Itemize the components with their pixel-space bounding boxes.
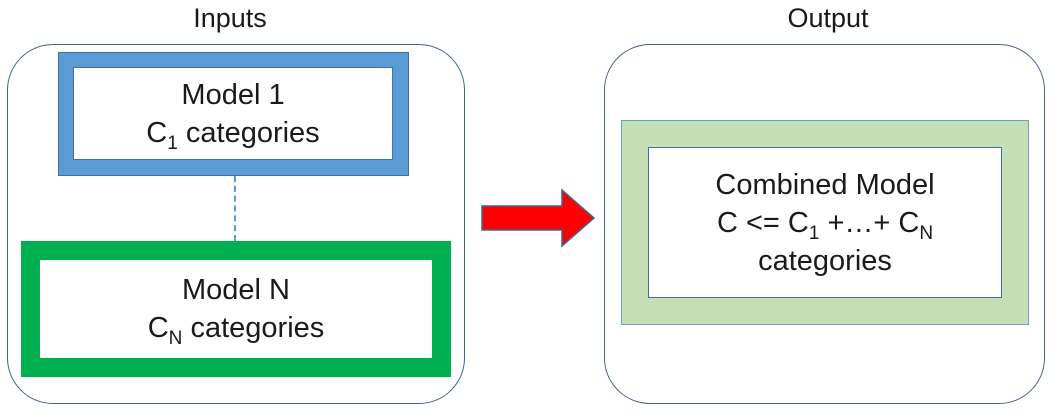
model-1-categories: C1 categories <box>146 116 320 154</box>
dashed-connector <box>234 176 236 241</box>
inputs-title: Inputs <box>193 3 267 33</box>
combined-model-name: Combined Model <box>715 168 935 201</box>
combined-formula: C <= C1 +…+ CN <box>716 206 934 244</box>
model-n-categories: CN categories <box>147 312 325 349</box>
output-title: Output <box>787 3 869 33</box>
model-1-name: Model 1 <box>181 78 285 111</box>
model-1-box: Model 1 C1 categories <box>58 52 409 176</box>
model-n-box: Model N CN categories <box>21 241 451 377</box>
combined-categories: categories <box>758 244 892 277</box>
combined-model-box: Combined Model C <= C1 +…+ CN categories <box>621 120 1029 325</box>
right-arrow-icon <box>481 188 596 248</box>
model-n-name: Model N <box>182 274 290 306</box>
